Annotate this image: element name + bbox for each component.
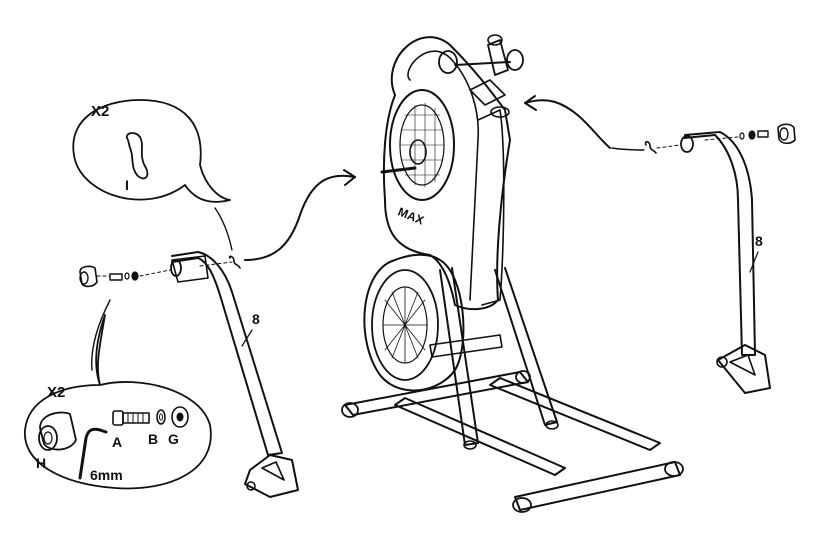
arm-right: 8 <box>680 131 771 394</box>
arm-left-part-number: 8 <box>252 311 260 327</box>
base-rail-long-1 <box>394 397 566 476</box>
washer-part-B <box>156 409 166 425</box>
arm-left: 8 <box>170 251 299 498</box>
flywheel <box>389 89 455 201</box>
flywheel-mesh <box>399 102 445 188</box>
callout-top-quantity: X2 <box>91 103 109 120</box>
label-6mm: 6mm <box>90 467 123 483</box>
arm-right-part-number: 8 <box>755 233 763 249</box>
callout-bubble-top: X2 I <box>72 99 231 203</box>
handle-mechanism <box>438 34 524 118</box>
base-rail-long-2 <box>489 377 661 451</box>
callout-top-part-label: I <box>125 177 129 193</box>
right-exploded-hardware <box>524 95 796 154</box>
callout-bottom-quantity: X2 <box>47 384 65 401</box>
clip-part-I <box>125 132 149 180</box>
main-tower <box>382 36 511 311</box>
allen-key-tool <box>78 427 108 480</box>
bolt-part-A <box>112 410 150 426</box>
washer-part-G <box>171 406 189 428</box>
fan-vanes <box>382 287 428 363</box>
callout-bubble-bottom: X2 H A B G 6mm <box>24 314 212 490</box>
machine-logo: MAX <box>396 205 426 228</box>
fan-housing <box>363 253 465 392</box>
left-exploded-hardware <box>79 169 356 371</box>
label-B: B <box>148 431 158 447</box>
bike-machine: MAX <box>341 34 684 513</box>
cap-part-H <box>38 411 77 451</box>
label-A: A <box>112 434 122 450</box>
label-H: H <box>36 455 46 471</box>
label-G: G <box>168 431 179 447</box>
fan-wheel <box>371 269 439 381</box>
